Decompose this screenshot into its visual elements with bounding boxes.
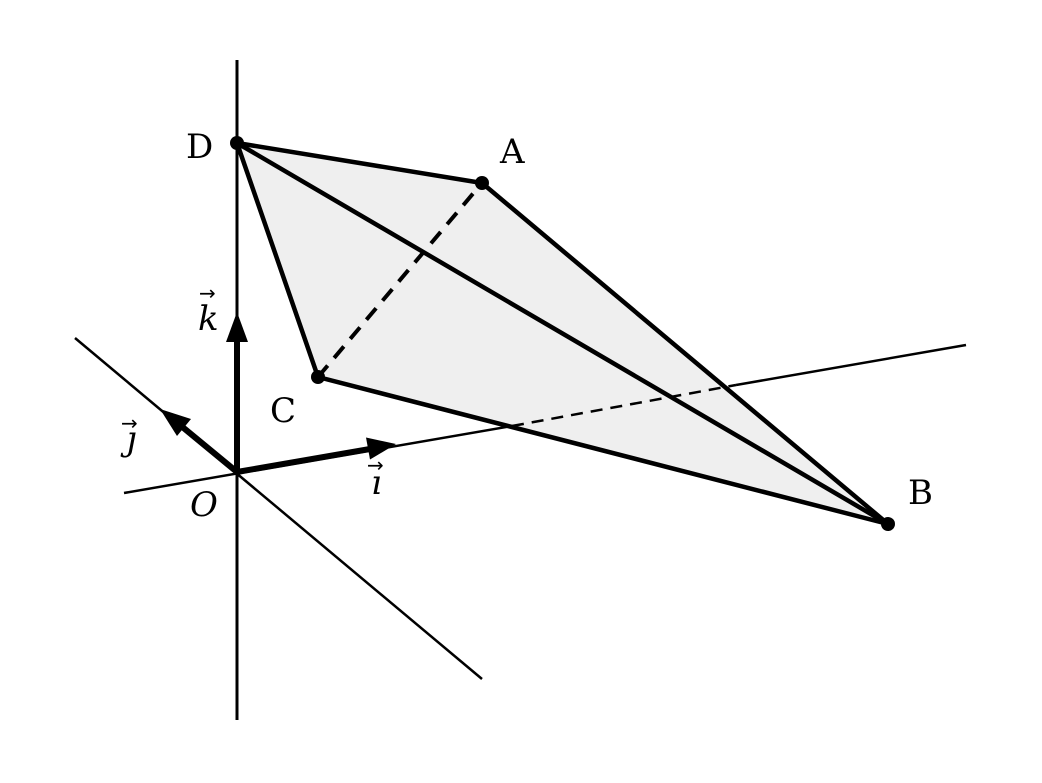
point-d xyxy=(230,136,244,150)
edge-db xyxy=(234,140,891,527)
label-vector-k-arrow: → xyxy=(199,281,216,305)
edge-dc xyxy=(234,140,321,380)
vector-j xyxy=(178,422,239,475)
vector-k-arrowhead xyxy=(226,312,248,342)
label-d: D xyxy=(186,127,213,167)
point-b xyxy=(881,517,895,531)
vector-i xyxy=(236,446,371,475)
x-axis-hidden xyxy=(511,383,737,428)
edge-ab xyxy=(479,180,891,527)
vector-j-arrowhead xyxy=(160,409,191,436)
label-origin: O xyxy=(190,485,218,525)
label-vector-i-arrow: → xyxy=(367,453,384,477)
y-axis xyxy=(74,337,483,680)
vector-i-arrowhead xyxy=(366,437,396,460)
label-a: A xyxy=(499,132,525,172)
edge-da xyxy=(234,140,485,186)
point-a xyxy=(475,176,489,190)
label-vector-i: ı xyxy=(371,463,382,503)
label-vector-k: k xyxy=(198,299,219,339)
point-c xyxy=(311,370,325,384)
label-b: B xyxy=(908,473,933,513)
label-vector-j-arrow: → xyxy=(121,411,138,435)
label-c: C xyxy=(270,391,296,431)
edge-ca-hidden xyxy=(316,181,484,379)
edge-cb xyxy=(315,374,891,527)
x-axis-back xyxy=(735,343,967,387)
